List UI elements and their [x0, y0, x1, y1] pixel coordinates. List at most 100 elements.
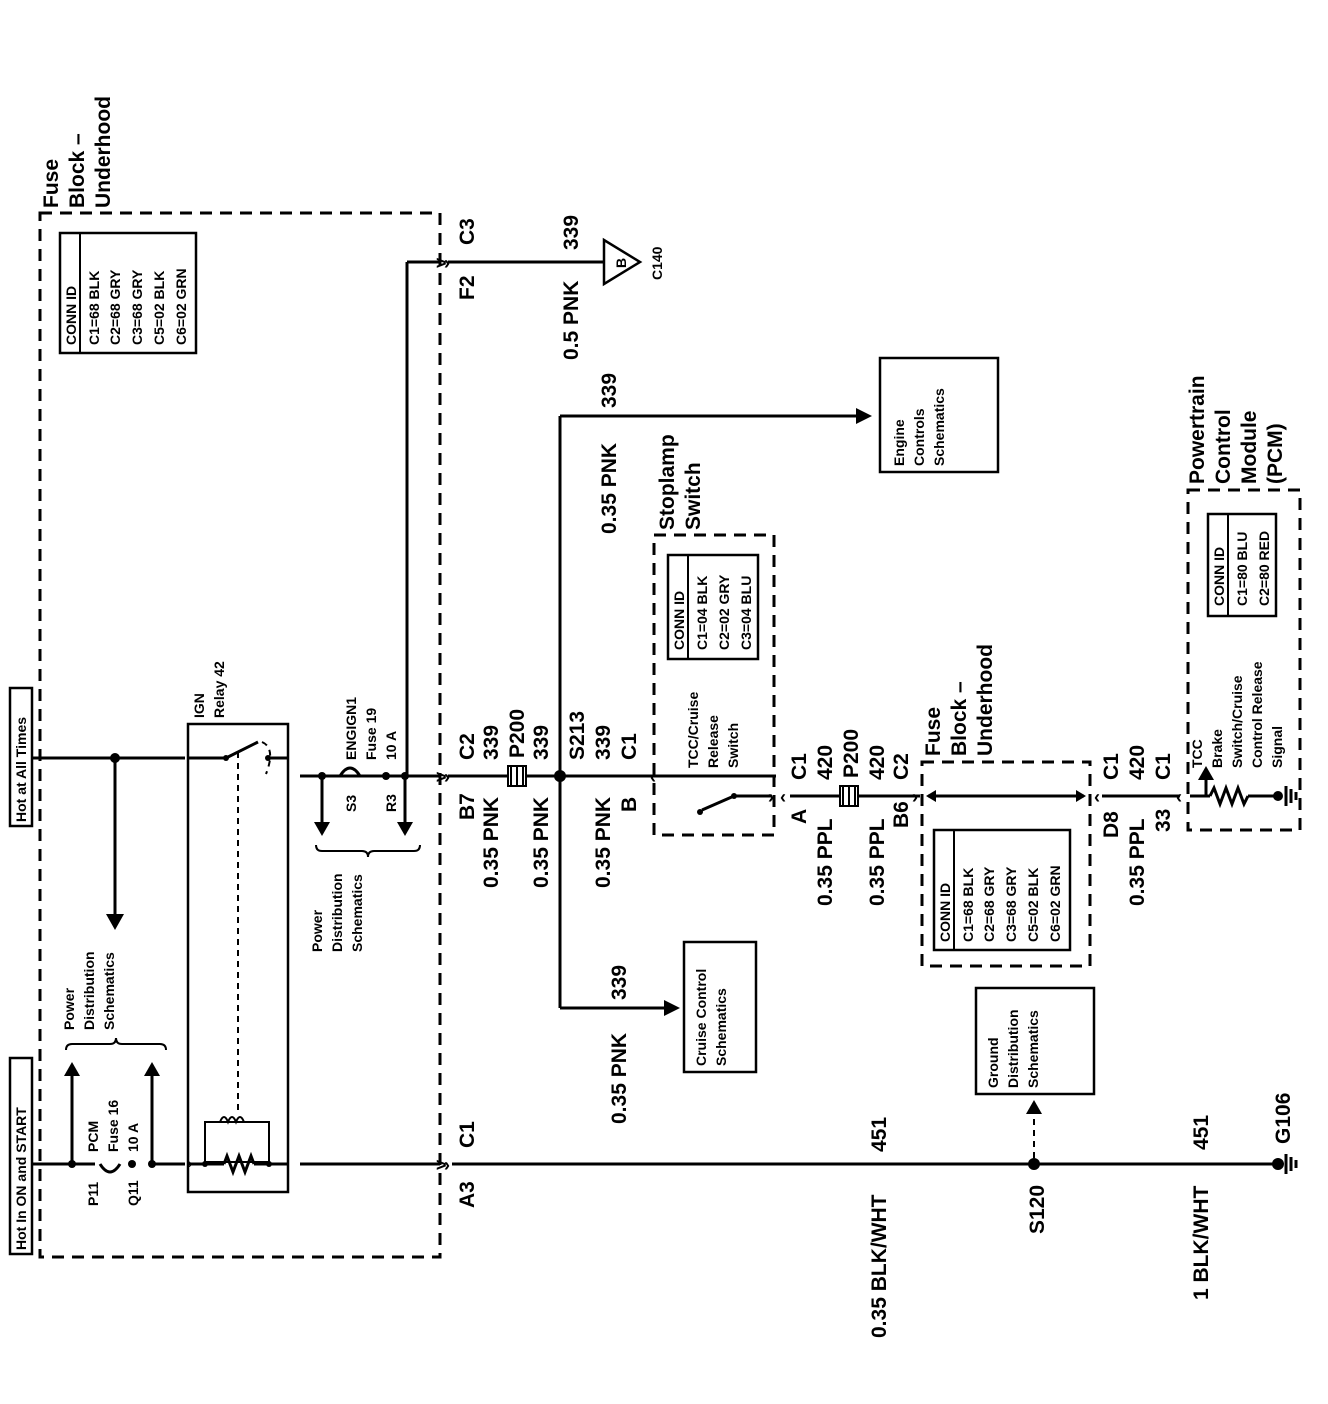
svg-text:C2=68 GRY: C2=68 GRY	[981, 866, 997, 942]
svg-text:10 A: 10 A	[125, 1123, 141, 1152]
svg-text:C140: C140	[649, 246, 665, 280]
svg-text:‹: ‹	[780, 787, 786, 807]
ground-wire-451: > › C1 A3 451 0.35 BLK/WHT S120 451 1 BL…	[300, 1093, 1298, 1338]
svg-text:Distribution: Distribution	[329, 873, 345, 952]
svg-text:C2=80 RED: C2=80 RED	[1256, 531, 1272, 606]
svg-text:33: 33	[1152, 809, 1175, 832]
svg-text:›: ›	[912, 787, 918, 807]
svg-text:Signal: Signal	[1269, 726, 1285, 768]
svg-text:C3=04 BLU: C3=04 BLU	[738, 576, 754, 650]
svg-text:A: A	[788, 809, 811, 824]
svg-text:C1=68 BLK: C1=68 BLK	[86, 271, 102, 345]
svg-text:ENGIGN1: ENGIGN1	[343, 697, 359, 760]
svg-text:0.35 PPL: 0.35 PPL	[1126, 818, 1149, 906]
svg-text:Module: Module	[1238, 411, 1261, 485]
svg-text:C1: C1	[1152, 753, 1175, 780]
hot-bus-wire	[32, 753, 185, 930]
svg-text:C1: C1	[1100, 753, 1123, 780]
stoplamp-switch: Stoplamp Switch CONN ID C1=04 BLK C2=02 …	[652, 434, 776, 837]
svg-text:Schematics: Schematics	[101, 952, 117, 1030]
svg-text:CONN ID: CONN ID	[671, 591, 687, 650]
svg-text:Schematics: Schematics	[1025, 1010, 1041, 1088]
svg-text:Schematics: Schematics	[349, 874, 365, 952]
svg-text:P200: P200	[840, 729, 863, 778]
svg-text:CONN ID: CONN ID	[937, 883, 953, 942]
svg-text:C1=68 BLK: C1=68 BLK	[960, 868, 976, 942]
svg-text:Fuse: Fuse	[922, 707, 945, 756]
svg-text:420: 420	[866, 745, 889, 780]
svg-text:451: 451	[1190, 1115, 1213, 1150]
svg-text:>: >	[436, 1155, 447, 1175]
fuse19-circuit: ENGIGN1 Fuse 19 10 A S3 R3	[300, 260, 440, 858]
ign-relay-42: IGN Relay 42 ›	[186, 661, 290, 1194]
svg-text:339: 339	[480, 725, 503, 760]
svg-text:Fuse: Fuse	[40, 159, 63, 208]
svg-text:Fuse 19: Fuse 19	[363, 708, 379, 760]
svg-text:339: 339	[608, 965, 631, 1000]
svg-text:Powertrain: Powertrain	[1186, 375, 1209, 484]
svg-text:S213: S213	[566, 711, 589, 760]
svg-text:Cruise Control: Cruise Control	[693, 969, 709, 1066]
svg-text:B6: B6	[890, 801, 913, 828]
svg-text:C5=02 BLK: C5=02 BLK	[151, 271, 167, 345]
svg-text:IGN: IGN	[191, 693, 207, 718]
svg-text:‹: ‹	[1176, 787, 1182, 807]
svg-text:Underhood: Underhood	[92, 96, 115, 208]
powertrain-control-module: Powertrain Control Module (PCM) CONN ID …	[1186, 375, 1302, 832]
svg-text:0.35 PNK: 0.35 PNK	[608, 1033, 631, 1124]
svg-text:Control Release: Control Release	[1249, 661, 1265, 768]
svg-text:C2: C2	[456, 733, 479, 760]
svg-text:›: ›	[444, 767, 450, 787]
engine-controls-branch: 339 0.35 PNK Engine Controls Schematics	[558, 356, 1000, 776]
svg-text:C5=02 BLK: C5=02 BLK	[1025, 868, 1041, 942]
svg-text:C2=68 GRY: C2=68 GRY	[107, 269, 123, 345]
svg-text:‹: ‹	[650, 767, 656, 787]
svg-text:‹: ‹	[1094, 787, 1100, 807]
svg-text:C2: C2	[890, 753, 913, 780]
fuse-block-underhood: Fuse Block – Underhood	[38, 96, 442, 1259]
svg-text:Switch/Cruise: Switch/Cruise	[1229, 675, 1245, 768]
svg-text:C6=02 GRN: C6=02 GRN	[173, 268, 189, 345]
svg-text:C1: C1	[618, 733, 641, 760]
svg-text:CONN ID: CONN ID	[1211, 547, 1227, 606]
svg-text:Distribution: Distribution	[81, 951, 97, 1030]
svg-text:S120: S120	[1026, 1185, 1049, 1234]
power-distribution-schematics-1: Power Distribution Schematics	[61, 951, 117, 1030]
power-distribution-schematics-2: Power Distribution Schematics	[309, 873, 365, 952]
svg-text:Brake: Brake	[1209, 729, 1225, 768]
svg-text:Controls: Controls	[911, 408, 927, 466]
ppl-wire-420: ‹ C1 A 420 0.35 PPL P200 420 0.35 PPL C2…	[780, 729, 920, 906]
svg-text:420: 420	[814, 745, 837, 780]
svg-text:R3: R3	[383, 794, 399, 812]
svg-text:339: 339	[560, 215, 583, 250]
svg-text:P11: P11	[85, 1182, 101, 1206]
svg-text:0.35 PPL: 0.35 PPL	[814, 818, 837, 906]
svg-text:S3: S3	[343, 795, 359, 812]
main-pnk-wire: > › C2 B7 339 0.35 PNK P200 339 0.35 PNK…	[436, 709, 776, 888]
svg-text:A3: A3	[456, 1181, 479, 1208]
svg-text:Power: Power	[61, 987, 77, 1030]
svg-text:C3: C3	[456, 218, 479, 245]
svg-text:TCC: TCC	[1189, 739, 1205, 768]
svg-text:CONN ID: CONN ID	[63, 286, 79, 345]
svg-text:0.35 PNK: 0.35 PNK	[530, 797, 553, 888]
svg-text:Hot at All Times: Hot at All Times	[13, 717, 29, 822]
svg-text:D8: D8	[1100, 811, 1123, 838]
hot-in-on-start-label: Hot In ON and START	[8, 1056, 34, 1256]
svg-text:C1: C1	[456, 1121, 479, 1148]
svg-text:C6=02 GRN: C6=02 GRN	[1047, 865, 1063, 942]
svg-text:Hot In ON and START: Hot In ON and START	[13, 1107, 29, 1250]
pcm-wire-420: ‹ C1 D8 420 0.35 PPL C1 33 ‹	[1094, 745, 1182, 906]
svg-text:Block –: Block –	[66, 133, 89, 208]
svg-text:PCM: PCM	[85, 1121, 101, 1152]
svg-text:420: 420	[1126, 745, 1149, 780]
svg-text:339: 339	[598, 373, 621, 408]
svg-text:1 BLK/WHT: 1 BLK/WHT	[1190, 1186, 1213, 1300]
svg-text:Schematics: Schematics	[931, 388, 947, 466]
svg-text:C3=68 GRY: C3=68 GRY	[129, 269, 145, 345]
fuse-block-conn-id-table: CONN ID C1=68 BLK C2=68 GRY C3=68 GRY C5…	[58, 231, 198, 355]
svg-text:Engine: Engine	[891, 419, 907, 466]
svg-text:›: ›	[188, 1155, 193, 1171]
svg-text:0.35 PNK: 0.35 PNK	[598, 443, 621, 534]
